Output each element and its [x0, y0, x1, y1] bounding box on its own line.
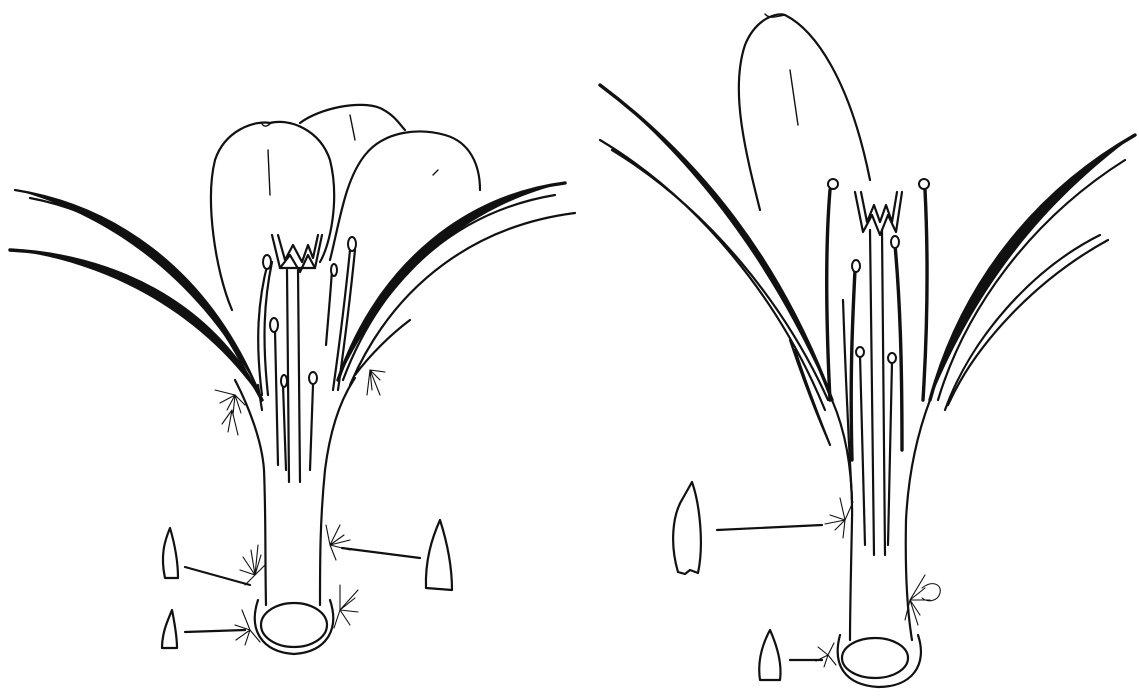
left-flower-stamens [258, 237, 356, 482]
right-flower-tube [832, 400, 930, 640]
left-flower-ovary [255, 600, 333, 654]
right-flower-right-leaves [930, 135, 1135, 410]
left-flower-left-leaves [10, 190, 262, 400]
right-bract-large [673, 482, 701, 574]
left-flower-right-leaves [338, 183, 575, 385]
right-flower-stamens [827, 179, 929, 555]
right-flower-section [600, 14, 1135, 687]
left-bract-lower-left [162, 610, 177, 648]
left-flower-tube [235, 378, 355, 605]
right-flower-stigma [855, 192, 902, 235]
right-flower-petal [739, 14, 870, 210]
left-flower-section [10, 105, 575, 654]
right-flower-ovary [838, 635, 921, 687]
right-flower-left-leaves [600, 85, 832, 445]
right-flower-bracts [673, 482, 822, 680]
left-bract-upper-left [163, 528, 178, 578]
left-bract-right [426, 520, 452, 590]
left-flower-stigma [272, 235, 322, 272]
right-bract-small [759, 630, 780, 680]
left-petal-back-left [211, 122, 334, 310]
right-flower-hairs [816, 498, 940, 667]
left-flower-petals [211, 105, 480, 310]
left-flower-bracts [162, 520, 452, 648]
